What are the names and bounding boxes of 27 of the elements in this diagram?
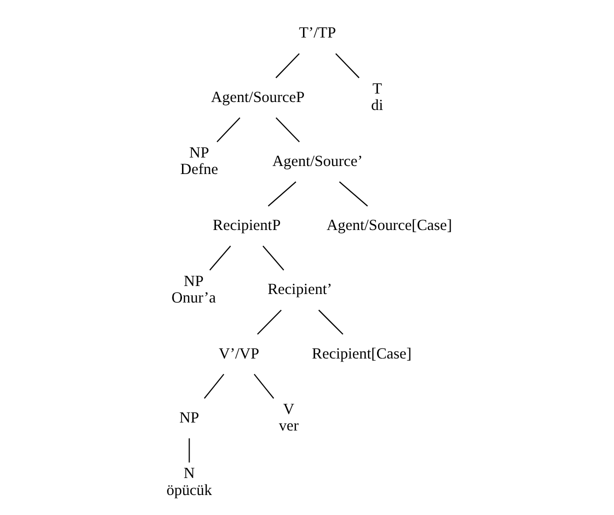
node-text: N öpücük [166,464,212,498]
node-text: NP Defne [180,144,218,178]
connector [216,116,240,142]
connector [204,373,224,398]
connector [276,52,300,78]
node-text: NP Onur’a [171,272,216,306]
connector [262,245,284,270]
node-text: Agent/Source’ [272,152,363,170]
connector [339,180,368,206]
node-text: Agent/SourceP [210,88,305,106]
connector [209,245,231,270]
node-text: T’/TP [299,24,336,42]
node-text: V ver [278,400,299,434]
connector [335,52,360,78]
connector [276,116,300,142]
node-text: RecipientP [212,216,281,234]
node-text: V’/VP [218,344,260,362]
connector [318,309,344,334]
connector [268,180,296,206]
node-text: Agent/Source[Case] [326,216,452,234]
node-text: Recipient[Case] [312,344,412,362]
node-text: Recipient’ [268,280,332,298]
node-text: NP [179,408,200,426]
node-text: T di [371,80,384,114]
connector [254,373,274,398]
connector [257,309,282,334]
connector [188,438,190,462]
